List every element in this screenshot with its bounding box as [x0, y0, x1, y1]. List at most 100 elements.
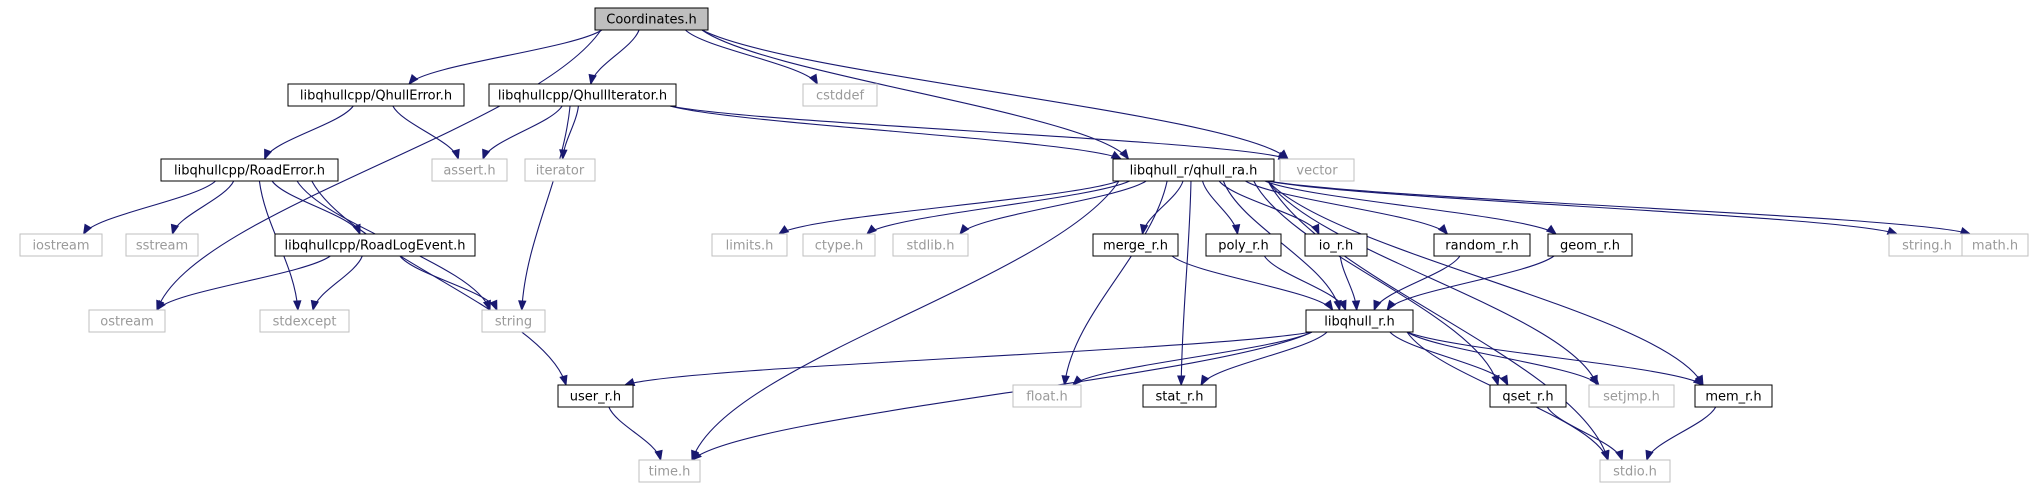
node-box	[1599, 459, 1671, 483]
node-stat-r-h[interactable]: stat_r.h	[1142, 384, 1217, 408]
arrowhead-qhulliterator_h-to-assert_h	[482, 148, 491, 161]
node-label: limits.h	[726, 239, 774, 254]
node-box	[802, 83, 878, 107]
node-mem-r-h[interactable]: mem_r.h	[1694, 384, 1773, 408]
node-box	[19, 233, 103, 257]
edge-roaderror_h-to-user_r_h	[311, 180, 567, 386]
edges-layer	[82, 29, 1972, 462]
node-box	[88, 309, 166, 333]
edge-qhulliterator_h-to-string	[521, 105, 571, 311]
node-ctype-h: ctype.h	[802, 233, 876, 257]
node-qhull-ra-h[interactable]: libqhull_r/qhull_ra.h	[1112, 158, 1275, 182]
node-label: libqhull_r.h	[1324, 315, 1394, 330]
node-label: random_r.h	[1445, 239, 1518, 254]
arrowhead-random_r_h-to-libqhull_r_h	[1373, 299, 1382, 312]
node-roaderror-h[interactable]: libqhullcpp/RoadError.h	[160, 158, 339, 182]
arrowhead-libqhull_r_h-to-stat_r_h	[1200, 374, 1210, 387]
node-limits-h: limits.h	[711, 233, 788, 257]
node-vector: vector	[1279, 158, 1355, 182]
node-label: cstddef	[816, 89, 865, 104]
node-box	[1588, 384, 1675, 408]
node-box	[892, 233, 969, 257]
node-coordinates-h[interactable]: Coordinates.h	[594, 7, 709, 31]
node-label: user_r.h	[570, 390, 621, 405]
arrowhead-roadlogevent_h-to-stdexcept	[310, 299, 320, 312]
node-qhullerror-h[interactable]: libqhullcpp/QhullError.h	[287, 83, 465, 107]
node-box	[1489, 384, 1567, 408]
node-label: stdlib.h	[907, 239, 955, 254]
edge-coordinates_h-to-vector	[701, 29, 1289, 160]
node-random-r-h[interactable]: random_r.h	[1433, 233, 1531, 257]
node-label: assert.h	[443, 164, 495, 179]
node-libqhull-r-h[interactable]: libqhull_r.h	[1305, 309, 1414, 333]
node-setjmp-h: setjmp.h	[1588, 384, 1675, 408]
arrowhead-roadlogevent_h-to-string	[489, 299, 498, 312]
node-label: time.h	[649, 465, 691, 480]
arrowhead-libqhull_r_h-to-user_r_h	[623, 377, 636, 386]
arrowhead-coordinates_h-to-qhulliterator_h	[588, 73, 597, 86]
edge-qhull_ra_h-to-merge_r_h	[1141, 180, 1184, 235]
edge-libqhull_r_h-to-setjmp_h	[1406, 331, 1600, 386]
arrowhead-roaderror_h-to-user_r_h	[559, 374, 568, 387]
node-label: string.h	[1902, 239, 1952, 254]
node-label: libqhullcpp/QhullError.h	[300, 89, 452, 104]
edge-qhull_ra_h-to-float_h	[1064, 180, 1168, 386]
node-box	[287, 83, 465, 107]
edge-libqhull_r_h-to-qset_r_h	[1389, 331, 1509, 386]
edge-coordinates_h-to-qhull_ra_h	[701, 29, 1129, 160]
arrowhead-qhull_ra_h-to-io_r_h	[1311, 223, 1320, 236]
arrowhead-coordinates_h-to-qhull_ra_h	[1119, 148, 1130, 161]
edge-user_r_h-to-time_h	[608, 406, 662, 461]
edge-qhulliterator_h-to-assert_h	[482, 105, 563, 160]
edge-libqhull_r_h-to-stat_r_h	[1200, 331, 1328, 386]
node-label: libqhull_r/qhull_ra.h	[1130, 164, 1258, 179]
edge-poly_r_h-to-libqhull_r_h	[1263, 255, 1347, 311]
arrowhead-libqhull_r_h-to-qset_r_h	[1499, 374, 1509, 387]
edge-qhull_ra_h-to-qset_r_h	[1253, 180, 1499, 386]
arrowhead-qhull_ra_h-to-random_r_h	[1437, 224, 1449, 236]
node-label: float.h	[1026, 390, 1068, 405]
node-label: iostream	[32, 239, 89, 254]
node-box	[1142, 384, 1217, 408]
node-label: libqhullcpp/RoadLogEvent.h	[285, 239, 466, 254]
node-label: stdexcept	[273, 315, 337, 330]
arrowhead-qhull_ra_h-to-ctype_h	[865, 224, 877, 235]
node-ostream: ostream	[88, 309, 166, 333]
node-box	[524, 158, 596, 182]
node-label: stdio.h	[1613, 465, 1657, 480]
node-poly-r-h[interactable]: poly_r.h	[1205, 233, 1282, 257]
node-roadlogevent-h[interactable]: libqhullcpp/RoadLogEvent.h	[274, 233, 476, 257]
arrowhead-qhulliterator_h-to-string	[518, 300, 527, 312]
arrowhead-qhull_ra_h-to-qset_r_h	[1491, 374, 1500, 387]
node-io-r-h[interactable]: io_r.h	[1304, 233, 1368, 257]
edge-qhull_ra_h-to-ctype_h	[866, 180, 1130, 235]
node-label: qset_r.h	[1502, 390, 1553, 405]
edge-qhull_ra_h-to-poly_r_h	[1201, 180, 1239, 235]
arrowhead-libqhull_r_h-to-time_h	[690, 450, 702, 461]
edge-libqhull_r_h-to-user_r_h	[624, 331, 1313, 386]
edge-geom_r_h-to-libqhull_r_h	[1386, 255, 1555, 311]
edge-qhull_ra_h-to-limits_h	[778, 180, 1120, 235]
node-label: string	[495, 315, 532, 330]
node-qset-r-h[interactable]: qset_r.h	[1489, 384, 1567, 408]
edge-coordinates_h-to-qhulliterator_h	[590, 29, 640, 85]
edge-qset_r_h-to-stdio_h	[1546, 406, 1623, 461]
arrowhead-qhull_ra_h-to-poly_r_h	[1231, 223, 1241, 236]
node-qhulliterator-h[interactable]: libqhullcpp/QhullIterator.h	[488, 83, 677, 107]
node-box	[1279, 158, 1355, 182]
edge-qhull_ra_h-to-time_h	[691, 180, 1120, 461]
edge-qhull_ra_h-to-setjmp_h	[1267, 180, 1598, 386]
edge-qhull_ra_h-to-stdlib_h	[959, 180, 1147, 235]
node-geom-r-h[interactable]: geom_r.h	[1547, 233, 1633, 257]
arrowhead-geom_r_h-to-libqhull_r_h	[1386, 299, 1397, 312]
arrowhead-qhullerror_h-to-assert_h	[451, 148, 460, 161]
edge-qhull_ra_h-to-mem_r_h	[1267, 180, 1704, 386]
node-box	[1433, 233, 1531, 257]
node-merge-r-h[interactable]: merge_r.h	[1092, 233, 1179, 257]
node-label: vector	[1296, 164, 1338, 179]
arrowhead-qhulliterator_h-to-qhull_ra_h	[1110, 150, 1123, 160]
node-user-r-h[interactable]: user_r.h	[557, 384, 634, 408]
edge-roaderror_h-to-roadlogevent_h	[271, 180, 361, 235]
node-box	[1305, 309, 1414, 333]
arrowhead-qset_r_h-to-stdio_h	[1615, 449, 1624, 462]
